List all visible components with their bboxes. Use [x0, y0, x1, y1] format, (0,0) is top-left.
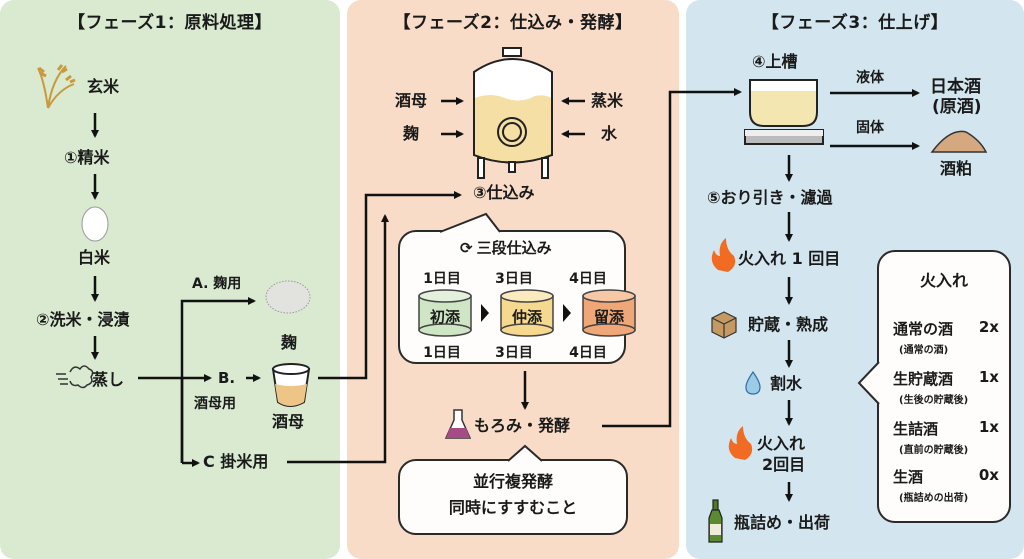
stage1-day-bottom: 1日目 [423, 345, 461, 361]
label-mushi: 蒸し [92, 370, 125, 389]
phase3-title: 【フェーズ3：仕上げ】 [761, 13, 949, 33]
label-kasu: 酒粕 [940, 159, 973, 178]
input-koji: 麹 [403, 124, 420, 143]
stage2-day-bottom: 3日目 [495, 345, 533, 361]
sandan-bubble: ⟳三段仕込み 1日目 3日目 4日目 1日目 3日目 4日目 [398, 230, 626, 364]
input-shubo: 酒母 [395, 91, 428, 110]
stage3-name: 留添 [593, 308, 624, 326]
label-step4: ④上槽 [752, 52, 798, 71]
label-branch-a: A. 麹用 [192, 276, 242, 292]
hiire-row: 通常の酒 2x (通常の酒) [893, 318, 999, 356]
cycle-icon: ⟳ [460, 239, 473, 257]
label-hakumai: 白米 [78, 248, 111, 267]
label-hiire1: 火入れ 1 回目 [738, 249, 841, 268]
stage2-day-top: 3日目 [495, 271, 533, 287]
label-bottling: 瓶詰め・出荷 [734, 513, 831, 532]
hiire-row: 生詰酒 1x (直前の貯蔵後) [893, 418, 999, 456]
label-warimizu: 割水 [770, 374, 803, 393]
label-step2: ②洗米・浸漬 [36, 310, 130, 329]
label-branch-c: C 掛米用 [203, 452, 269, 471]
phase1-title: 【フェーズ1：原料処理】 [68, 13, 272, 33]
label-sake: 日本酒 [930, 77, 981, 97]
stage3-day-bottom: 4日目 [569, 345, 607, 361]
phase1-panel: 【フェーズ1：原料処理】 [0, 0, 340, 559]
hiire-box-title: 火入れ [919, 271, 968, 290]
label-solid: 固体 [856, 120, 884, 136]
stage2-name: 仲添 [511, 308, 542, 326]
label-moromi: もろみ・発酵 [474, 416, 571, 435]
hiire-row: 生貯蔵酒 1x (生後の貯蔵後) [893, 368, 999, 406]
note-line1: 並行複発酵 [472, 472, 553, 491]
label-storage: 貯蔵・熟成 [748, 315, 829, 334]
label-branch-b-sub: 酒母用 [194, 396, 236, 412]
label-branch-b: B. [218, 369, 236, 387]
label-koji: 麹 [281, 333, 298, 352]
input-water: 水 [601, 124, 618, 143]
label-hiire2-line2: 2回目 [762, 455, 806, 474]
hiire-row: 生酒 0x (瓶詰めの出荷) [893, 466, 999, 504]
stage3-day-top: 4日目 [569, 271, 607, 287]
hiire-box: 火入れ 通常の酒 2x (通常の酒) 生貯蔵酒 1x (生後の貯蔵後) 生詰酒 … [877, 250, 1011, 523]
sandan-title: ⟳三段仕込み [460, 239, 552, 257]
parallel-fermentation-note: 並行複発酵 同時にすすむこと [398, 459, 628, 535]
label-step3: ③仕込み [473, 183, 535, 202]
label-step5: ⑤おり引き・濾過 [707, 188, 833, 207]
label-liquid: 液体 [856, 70, 884, 86]
input-steamed-rice: 蒸米 [591, 91, 624, 110]
label-shubo: 酒母 [272, 412, 305, 431]
label-genmai: 玄米 [87, 77, 120, 96]
label-hiire2-line1: 火入れ [757, 434, 806, 453]
stage1-name: 初添 [429, 308, 460, 326]
stage1-day-top: 1日目 [423, 271, 461, 287]
note-line2: 同時にすすむこと [448, 498, 578, 517]
phase2-title: 【フェーズ2：仕込み・発酵】 [393, 13, 633, 33]
label-sake-sub: (原酒) [932, 97, 982, 117]
label-step1: ①精米 [64, 148, 110, 167]
